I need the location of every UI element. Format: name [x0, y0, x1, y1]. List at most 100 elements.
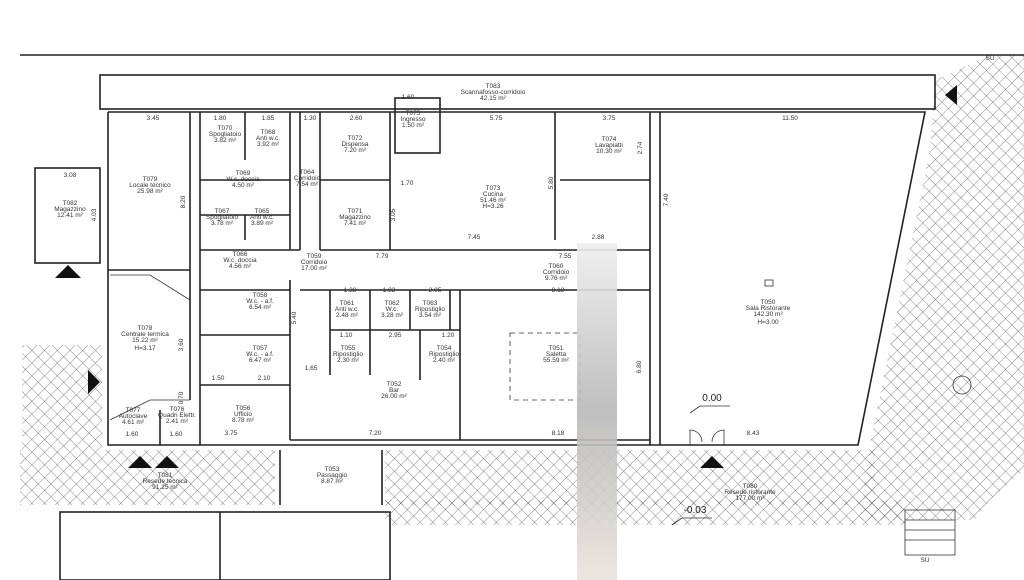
- plan-label: T064: [300, 169, 315, 176]
- plan-label: 1.20: [442, 332, 455, 339]
- plan-label: T058: [253, 292, 268, 299]
- plan-label: Ripostiglio: [429, 351, 459, 358]
- plan-label: 7.41 m²: [344, 220, 367, 227]
- plan-label: 3.05: [390, 208, 397, 221]
- plan-shape: [22, 345, 102, 450]
- plan-label: T082: [63, 200, 78, 207]
- plan-shape: [764, 279, 774, 287]
- plan-label: T080: [743, 483, 758, 490]
- entrance-markers: [55, 85, 957, 468]
- plan-label: Quadri Elettr.: [158, 412, 196, 419]
- plan-shape: [689, 429, 725, 445]
- plan-label: T075: [406, 110, 421, 117]
- plan-label: T060: [549, 263, 564, 270]
- plan-label: 4.50 m²: [232, 182, 255, 189]
- plan-label: T053: [325, 466, 340, 473]
- plan-label: Magazzino: [339, 214, 371, 221]
- plan-shape: [34, 167, 101, 264]
- plan-label: 12.41 m²: [57, 212, 83, 219]
- plan-label: T078: [138, 325, 153, 332]
- plan-label: 26.00 m²: [381, 393, 407, 400]
- plan-shape: [110, 274, 191, 301]
- plan-label: 42.15 m²: [480, 95, 506, 102]
- plan-label: 7.20 m²: [344, 147, 367, 154]
- plan-label: 7.40: [663, 193, 670, 206]
- plan-label: T059: [307, 253, 322, 260]
- plan-label: Bar: [389, 387, 400, 394]
- plan-shape: [99, 74, 936, 110]
- entrance-arrow-icon: [700, 456, 724, 468]
- plan-label: 2.95: [389, 332, 402, 339]
- plan-label: 6.80: [636, 360, 643, 373]
- plan-label: 3.78 m²: [211, 220, 234, 227]
- plan-label: 2.88: [592, 234, 605, 241]
- plan-label: W.c.: [386, 306, 399, 313]
- plan-label: Ripostiglio: [415, 306, 445, 313]
- plan-label: 7.45: [468, 234, 481, 241]
- plan-label: SU: [985, 55, 994, 62]
- elevation-markers: 0.00 -0.03 SU SU: [671, 55, 995, 564]
- plan-label: Saletta: [546, 351, 567, 358]
- plan-label: T076: [170, 406, 185, 413]
- plan-label: -0.03: [684, 505, 707, 516]
- hatched-areas: [20, 55, 1024, 525]
- plan-label: Anti w.c.: [335, 306, 359, 313]
- plan-label: 3.45: [147, 115, 160, 122]
- plan-label: Cucina: [483, 191, 504, 198]
- plan-shape: [904, 509, 956, 556]
- plan-label: 2.60: [350, 115, 363, 122]
- plan-label: Scannafosso-corridoio: [461, 89, 526, 96]
- plan-label: W.c. doccia: [223, 257, 257, 264]
- plan-label: 11.50: [782, 115, 798, 122]
- plan-label: 2.10: [258, 375, 271, 382]
- plan-label: T055: [341, 345, 356, 352]
- plan-label: 17.00 m²: [301, 265, 327, 272]
- dimension-labels: 3.45 3.08 4.03 8.20 1.80 1.85 1.30 2.60 …: [64, 94, 799, 438]
- plan-label: SU: [920, 557, 929, 564]
- plan-label: 0.00: [702, 393, 722, 404]
- plan-label: Ripostiglio: [333, 351, 363, 358]
- plan-label: 55.59 m²: [543, 357, 569, 364]
- entrance-arrow-icon: [128, 456, 152, 468]
- plan-shape: [107, 111, 926, 446]
- plan-label: 4.56 m²: [229, 263, 252, 270]
- plan-label: Autoclave: [119, 413, 148, 420]
- plan-label: Locale tecnico: [129, 182, 171, 189]
- plan-label: 2.30 m²: [337, 357, 360, 364]
- plan-label: 1.85: [262, 115, 275, 122]
- plan-label: T057: [253, 345, 268, 352]
- plan-label: 1.50 m²: [402, 122, 425, 129]
- redacted-blur-strip: [577, 243, 617, 580]
- plan-shape: [385, 450, 875, 505]
- plan-label: 1.80: [214, 115, 227, 122]
- plan-label: 6.54 m²: [249, 304, 272, 311]
- plan-label: T069: [236, 170, 251, 177]
- plan-shape: [509, 332, 581, 401]
- plan-label: 1.60: [126, 431, 139, 438]
- plan-label: 3.82 m²: [214, 137, 237, 144]
- plan-label: 1.82: [383, 287, 396, 294]
- plan-label: 1.10: [340, 332, 353, 339]
- plan-label: 8.18: [552, 287, 565, 294]
- plan-label: H=3.00: [757, 319, 779, 326]
- plan-label: 4.03: [91, 208, 98, 221]
- plan-label: 3.60: [178, 338, 185, 351]
- plan-label: Anti w.c.: [256, 135, 280, 142]
